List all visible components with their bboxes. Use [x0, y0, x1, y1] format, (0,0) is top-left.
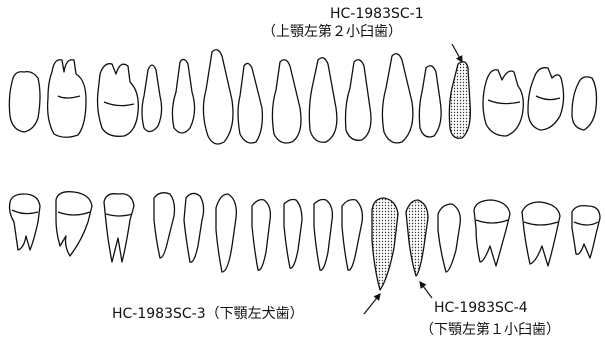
arrow-sc4 [420, 282, 432, 298]
label-sc1-desc: （上顎左第２小臼歯） [262, 24, 402, 40]
upper-tooth [309, 58, 337, 143]
lower-tooth [314, 200, 332, 271]
upper-tooth [98, 64, 139, 137]
upper-tooth [142, 65, 162, 132]
lower-row [10, 192, 601, 290]
label-sc4-desc: （下顎左第１小臼歯） [420, 322, 560, 338]
label-sc1-code: HC-1983SC-1 [330, 6, 424, 22]
label-sc3: HC-1983SC-3（下顎左犬歯） [112, 306, 304, 322]
upper-tooth [238, 63, 262, 143]
label-sc4-code: HC-1983SC-4 [434, 300, 528, 316]
lower-tooth [104, 194, 134, 262]
lower-tooth-highlight-sc3 [372, 198, 398, 290]
lower-tooth [438, 204, 460, 272]
arrow-sc3 [364, 294, 380, 314]
upper-tooth [346, 60, 372, 141]
upper-tooth [203, 50, 233, 144]
lower-tooth [216, 194, 236, 272]
upper-tooth-highlight-sc1 [449, 62, 470, 139]
upper-row [9, 50, 596, 144]
arrow-sc1 [452, 44, 462, 62]
lower-tooth [154, 193, 175, 258]
lower-tooth [572, 206, 600, 258]
lower-tooth [56, 192, 92, 256]
lower-tooth [342, 200, 362, 271]
lower-tooth [284, 200, 302, 269]
upper-tooth [172, 59, 194, 133]
lower-tooth [184, 193, 204, 262]
upper-tooth [382, 54, 412, 143]
upper-tooth [9, 72, 40, 132]
lower-tooth [522, 202, 560, 266]
upper-tooth [272, 60, 301, 143]
upper-tooth [572, 77, 597, 130]
lower-tooth [474, 200, 510, 266]
upper-tooth [419, 66, 441, 137]
lower-tooth-highlight-sc4 [406, 200, 428, 276]
lower-tooth [10, 194, 41, 250]
lower-tooth [252, 200, 270, 271]
